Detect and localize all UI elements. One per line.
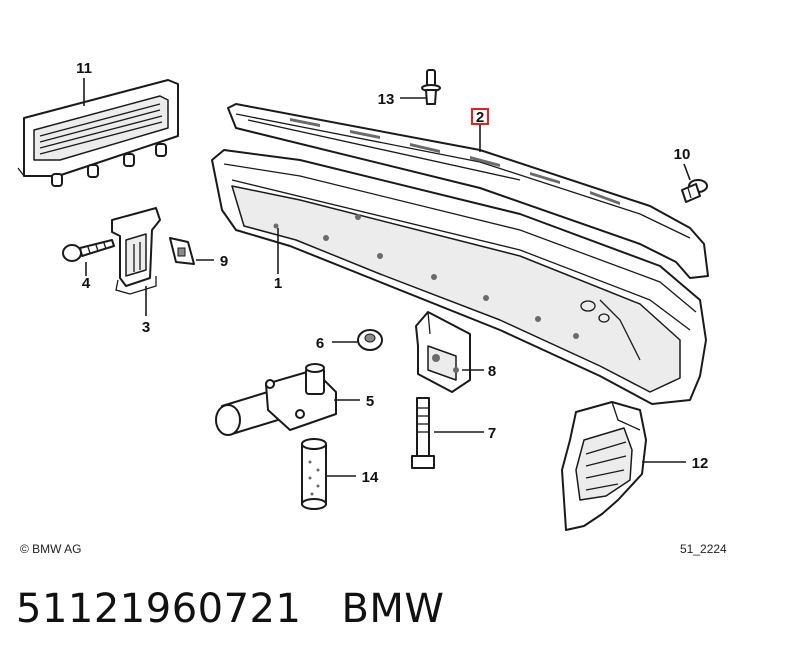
- brand-name: BMW: [341, 586, 445, 632]
- part-6-nut: [357, 329, 383, 351]
- callout-8: 8: [488, 363, 496, 380]
- callout-1: 1: [274, 275, 282, 292]
- part-3-bracket: [111, 207, 161, 295]
- callout-13: 13: [378, 91, 395, 108]
- part-9-clip-nut: [169, 237, 195, 265]
- part-12-side-bracket: [561, 401, 647, 531]
- part-number: 51121960721: [16, 586, 302, 632]
- callout-11: 11: [76, 60, 92, 77]
- callout-3: 3: [142, 319, 150, 336]
- part-13-rivet: [421, 69, 441, 105]
- part-11-grille: [17, 79, 179, 187]
- callout-6: 6: [316, 335, 324, 352]
- callout-2: 2: [476, 109, 484, 126]
- callout-9: 9: [220, 253, 228, 270]
- callout-labels: 11 2 13 10 4 9 1 3 6 8 5 7 12 14: [76, 60, 708, 486]
- leader-lines: [83, 78, 691, 477]
- callout-10: 10: [674, 146, 691, 163]
- part-5-impact-absorber: [215, 363, 337, 436]
- highlight-box: [471, 108, 489, 125]
- callout-4: 4: [82, 275, 91, 292]
- part-10-screw: [681, 179, 708, 203]
- part-1-bumper-carrier: [211, 149, 707, 405]
- callout-12: 12: [692, 455, 709, 472]
- part-7-bolt: [411, 397, 435, 469]
- callout-5: 5: [366, 393, 374, 410]
- part-8-holder: [415, 311, 471, 393]
- callout-7: 7: [488, 425, 496, 442]
- callout-14: 14: [362, 469, 379, 486]
- caption: 51121960721 BMW: [16, 586, 444, 632]
- part-14-sleeve: [301, 438, 327, 510]
- part-4-screw: [62, 239, 115, 262]
- copyright-text: © BMW AG: [20, 542, 82, 556]
- diagram-ref: 51_2224: [680, 542, 727, 556]
